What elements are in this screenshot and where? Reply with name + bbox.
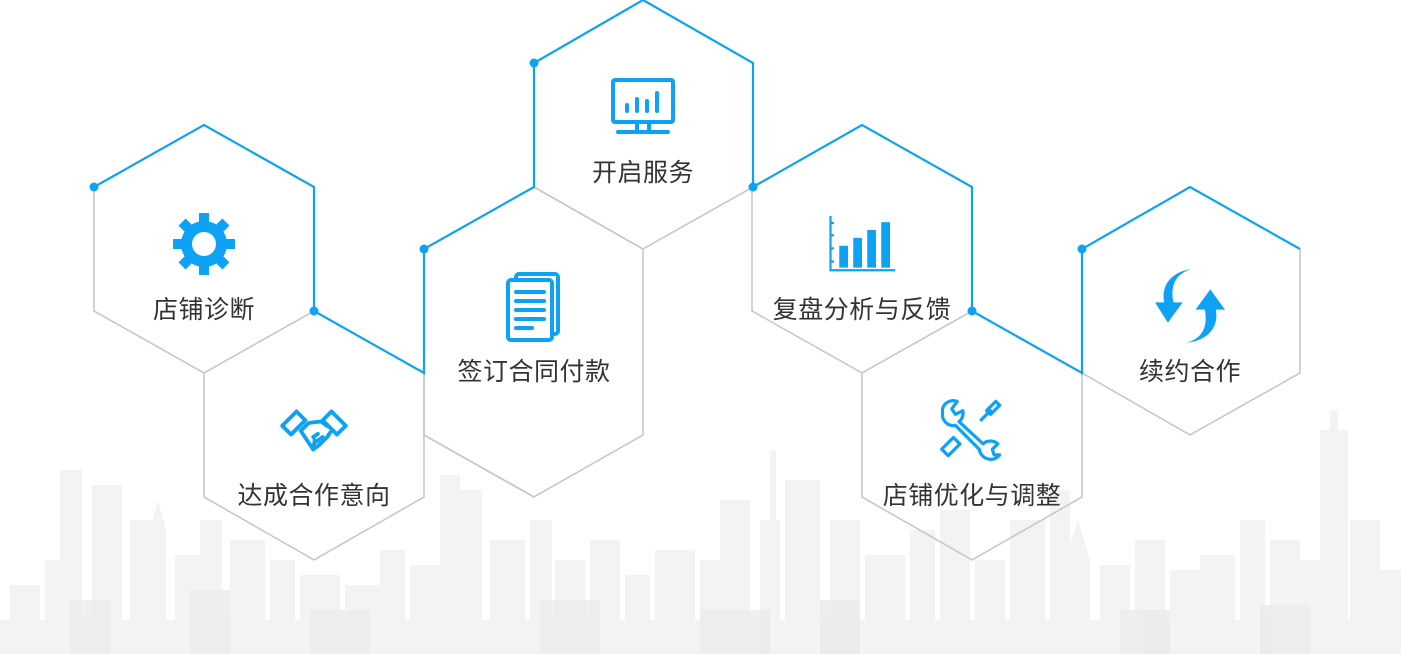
step-label: 复盘分析与反馈 [772,295,952,324]
refresh-arrows-icon [1155,269,1225,343]
step-review-feedback: 复盘分析与反馈 [752,145,972,393]
step-label: 达成合作意向 [237,481,391,510]
step-store-optimization: 店铺优化与调整 [862,331,1082,579]
step-start-service: 开启服务 [533,8,753,256]
step-label: 店铺诊断 [152,295,255,324]
step-reach-agreement: 达成合作意向 [204,331,424,579]
step-label: 签订合同付款 [457,357,611,386]
monitor-chart-icon [608,75,678,139]
step-renew-cooperation: 续约合作 [1080,207,1300,455]
step-label: 店铺优化与调整 [882,481,1062,510]
bar-chart-icon [827,212,897,276]
wrench-screwdriver-icon [937,398,1007,462]
step-sign-contract-pay: 签订合同付款 [424,207,644,455]
step-label: 续约合作 [1138,357,1241,386]
gear-icon [169,212,239,276]
step-label: 开启服务 [591,158,694,187]
step-store-diagnosis: 店铺诊断 [94,145,314,393]
document-icon [499,272,569,342]
handshake-icon [279,398,349,462]
